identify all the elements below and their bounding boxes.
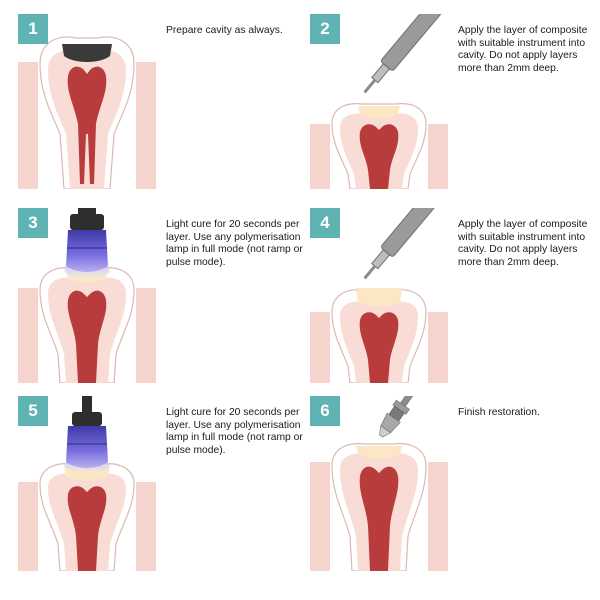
step-instruction: Light cure for 20 seconds per layer. Use… bbox=[166, 219, 303, 268]
gum-left bbox=[18, 482, 38, 571]
tooth-pulp bbox=[359, 124, 399, 189]
gum-left bbox=[310, 462, 330, 571]
curing-lamp-icon bbox=[64, 396, 110, 474]
gum-right bbox=[136, 288, 156, 383]
step-number-badge: 6 bbox=[310, 396, 340, 426]
step-2: 2 Apply the layer of composite with suit… bbox=[310, 14, 600, 199]
tooth-pulp bbox=[359, 466, 399, 571]
finishing-bur-icon bbox=[379, 396, 432, 438]
step-1-illustration bbox=[18, 14, 156, 189]
step-instruction: Light cure for 20 seconds per layer. Use… bbox=[166, 407, 303, 456]
step-5-illustration bbox=[18, 396, 156, 571]
gum-right bbox=[428, 124, 448, 189]
step-1: 1 Prepare cavity as always. bbox=[18, 14, 308, 199]
gum-right bbox=[136, 62, 156, 189]
curing-lamp-icon bbox=[64, 208, 110, 280]
tooth-pulp bbox=[67, 66, 107, 184]
gum-right bbox=[428, 312, 448, 383]
tooth-pulp bbox=[359, 312, 399, 383]
step-4-illustration bbox=[310, 208, 448, 383]
gum-left bbox=[310, 124, 330, 189]
step-number-badge: 2 bbox=[310, 14, 340, 44]
step-6: 6 Finish restoration. bbox=[310, 396, 600, 581]
step-number-badge: 4 bbox=[310, 208, 340, 238]
gum-left bbox=[18, 288, 38, 383]
tooth-pulp bbox=[67, 486, 107, 571]
composite-layer bbox=[358, 106, 400, 119]
step-5: 5 Light cure for 20 seconds per layer. U… bbox=[18, 396, 308, 581]
step-instruction: Finish restoration. bbox=[458, 407, 540, 418]
gum-right bbox=[428, 462, 448, 571]
gum-left bbox=[18, 62, 38, 189]
step-number-badge: 3 bbox=[18, 208, 48, 238]
step-number-badge: 5 bbox=[18, 396, 48, 426]
step-2-illustration bbox=[310, 14, 448, 189]
cavity bbox=[62, 44, 112, 62]
step-instruction: Prepare cavity as always. bbox=[166, 25, 283, 36]
step-number-badge: 1 bbox=[18, 14, 48, 44]
tooth-pulp bbox=[67, 290, 107, 383]
step-3: 3 Light cure for 20 seconds per layer. U… bbox=[18, 208, 308, 393]
composite-layer bbox=[356, 288, 402, 307]
step-4: 4 Apply the layer of composite with suit… bbox=[310, 208, 600, 393]
step-instruction: Apply the layer of composite with suitab… bbox=[458, 25, 588, 74]
step-6-illustration bbox=[310, 396, 448, 571]
gum-left bbox=[310, 312, 330, 383]
composite-instrument bbox=[363, 208, 448, 280]
composite-instrument bbox=[363, 14, 448, 94]
step-instruction: Apply the layer of composite with suitab… bbox=[458, 219, 588, 268]
step-3-illustration bbox=[18, 208, 156, 383]
composite-layer bbox=[356, 446, 402, 459]
gum-right bbox=[136, 482, 156, 571]
